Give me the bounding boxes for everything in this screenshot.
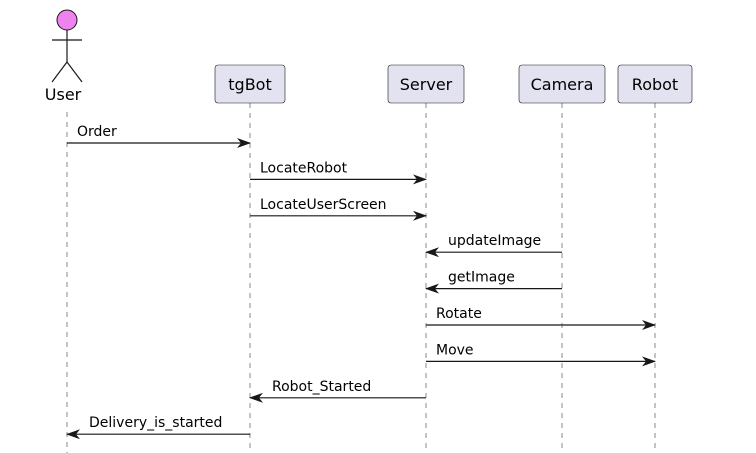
participant-robot: Robot: [617, 64, 693, 104]
message-label: Robot_Started: [272, 379, 371, 395]
participant-camera: Camera: [518, 64, 606, 104]
message-label: getImage: [448, 270, 515, 286]
participant-server: Server: [387, 64, 465, 104]
message-delivery-is-started: Delivery_is_started: [66, 415, 250, 440]
participant-label: Server: [400, 75, 453, 94]
actor-user: User: [45, 9, 83, 104]
actor-label: User: [45, 85, 82, 104]
message-label: Order: [77, 124, 117, 140]
message-getimage: getImage: [425, 270, 562, 294]
participants: tgBot Server Camera Robot: [214, 64, 693, 104]
participant-label: tgBot: [228, 75, 271, 94]
message-updateimage: updateImage: [425, 233, 562, 258]
participant-box: [387, 64, 465, 104]
message-move: Move: [426, 342, 656, 367]
participant-box: [518, 64, 606, 104]
participant-tgbot: tgBot: [214, 64, 286, 104]
message-label: Move: [436, 342, 474, 358]
actor-head-icon: [56, 9, 78, 31]
message-order: Order: [67, 124, 251, 148]
message-label: Rotate: [436, 306, 482, 322]
participant-label: Robot: [632, 75, 678, 94]
message-label: updateImage: [448, 233, 541, 249]
message-robot-started: Robot_Started: [249, 379, 426, 403]
actor-stick-figure-icon: [51, 30, 83, 83]
participant-box: [617, 64, 693, 104]
lifelines: [66, 103, 656, 453]
message-locaterobot: LocateRobot: [250, 160, 427, 185]
message-rotate: Rotate: [426, 306, 656, 330]
message-locateuserscreen: LocateUserScreen: [250, 197, 427, 221]
participant-box: [214, 64, 286, 104]
message-label: Delivery_is_started: [89, 415, 222, 431]
message-label: LocateRobot: [260, 160, 348, 176]
message-label: LocateUserScreen: [260, 197, 387, 213]
participant-label: Camera: [531, 75, 594, 94]
